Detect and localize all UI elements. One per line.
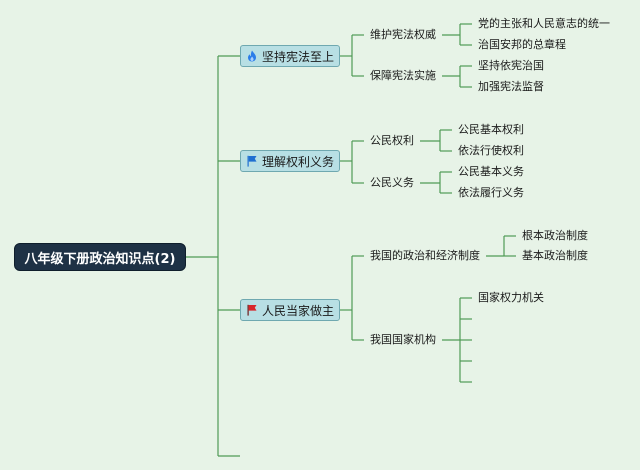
topic-node-rights-duties[interactable]: 理解权利义务	[240, 150, 340, 172]
branch-political-economic-system[interactable]: 我国的政治和经济制度	[370, 249, 480, 262]
leaf-item[interactable]: 坚持依宪治国	[478, 59, 544, 72]
topic-label: 人民当家做主	[261, 303, 334, 318]
branch-state-institutions[interactable]: 我国国家机构	[370, 333, 436, 346]
topic-node-people-masters[interactable]: 人民当家做主	[240, 299, 340, 321]
root-node[interactable]: 八年级下册政治知识点(2)	[14, 243, 186, 271]
branch-citizen-duties[interactable]: 公民义务	[370, 176, 414, 189]
leaf-item[interactable]: 国家权力机关	[478, 291, 544, 304]
branch-maintain-authority[interactable]: 维护宪法权威	[370, 28, 436, 41]
leaf-item[interactable]: 依法履行义务	[458, 186, 524, 199]
leaf-item[interactable]: 治国安邦的总章程	[478, 38, 566, 51]
topic-label: 坚持宪法至上	[261, 49, 334, 64]
root-label: 八年级下册政治知识点(2)	[24, 251, 176, 267]
branch-ensure-implementation[interactable]: 保障宪法实施	[370, 69, 436, 82]
red-flag-icon	[247, 304, 257, 316]
leaf-item[interactable]: 依法行使权利	[458, 144, 524, 157]
branch-citizen-rights[interactable]: 公民权利	[370, 134, 414, 147]
leaf-item[interactable]: 加强宪法监督	[478, 80, 544, 93]
leaf-item[interactable]: 党的主张和人民意志的统一	[478, 17, 610, 30]
fire-icon	[247, 50, 256, 62]
leaf-item[interactable]: 根本政治制度	[522, 229, 588, 242]
flag-icon	[247, 155, 257, 167]
leaf-item[interactable]: 基本政治制度	[522, 249, 588, 262]
leaf-item[interactable]: 公民基本权利	[458, 123, 524, 136]
topic-label: 理解权利义务	[261, 154, 334, 169]
topic-node-uphold-constitution[interactable]: 坚持宪法至上	[240, 45, 340, 67]
leaf-item[interactable]: 公民基本义务	[458, 165, 524, 178]
